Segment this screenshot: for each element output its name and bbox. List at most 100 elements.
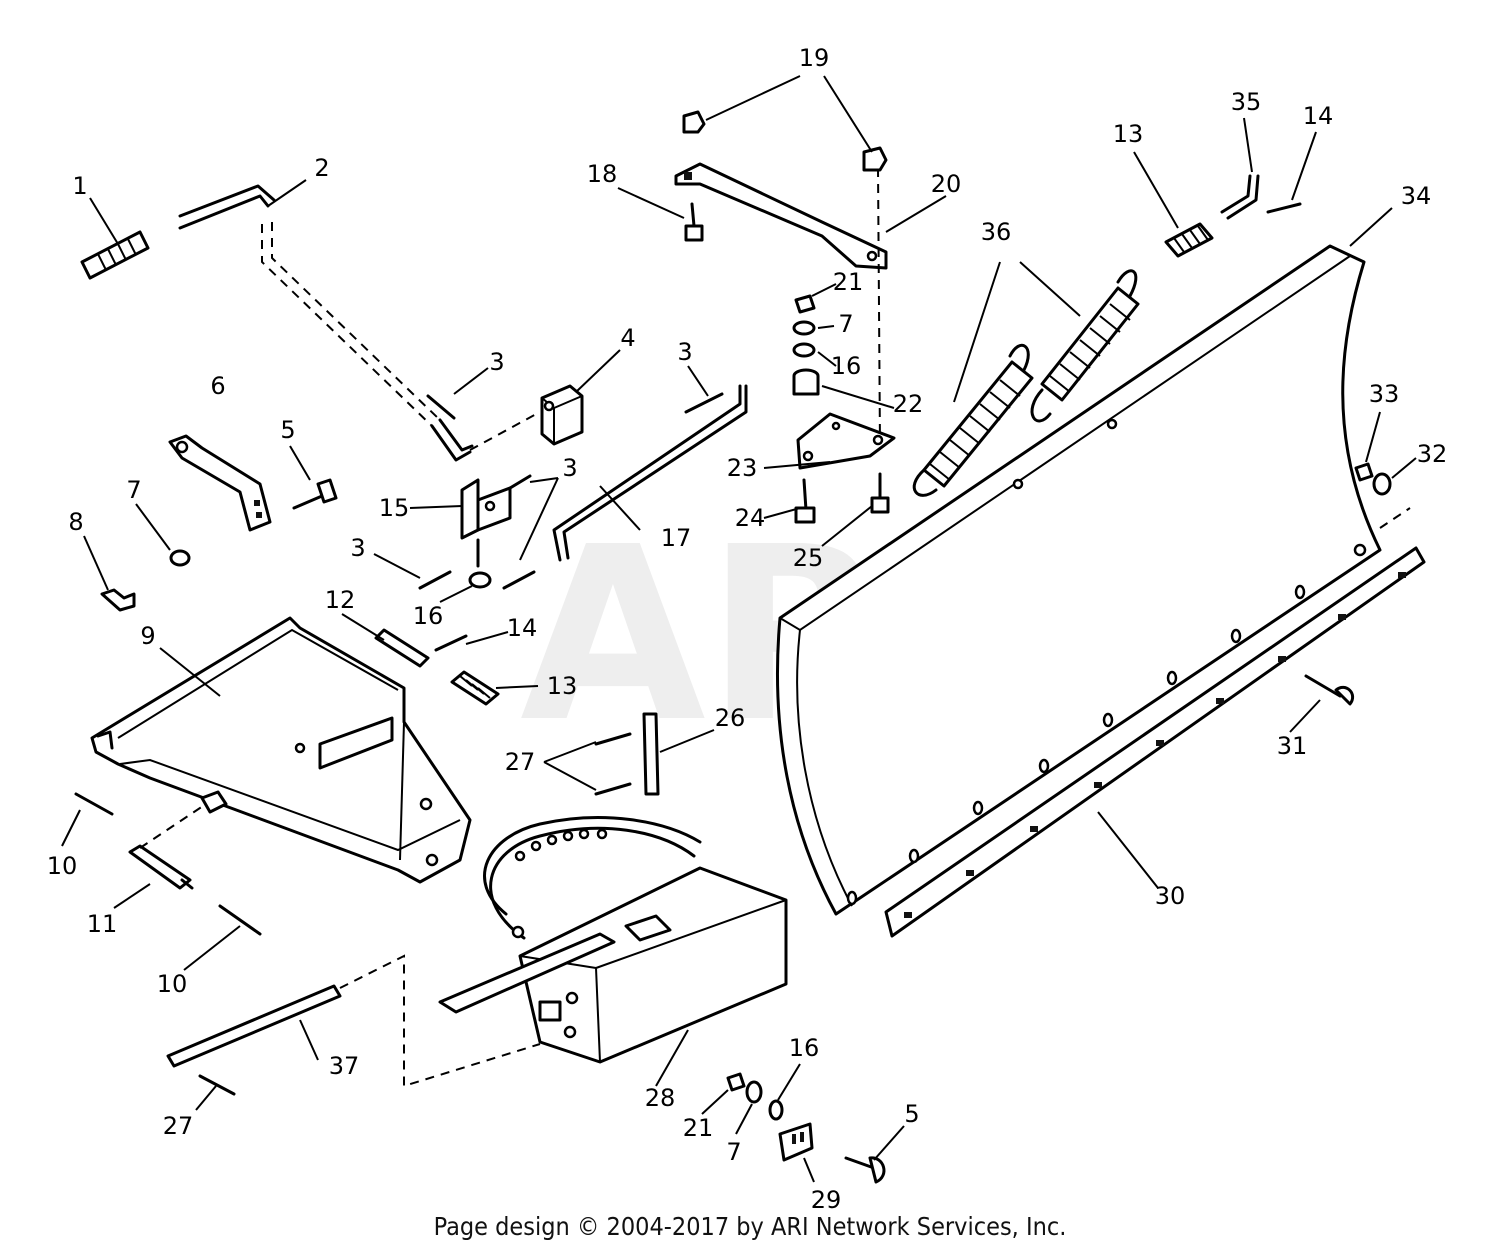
part-washer-32 xyxy=(1372,472,1392,496)
callout-21: 21 xyxy=(683,1114,714,1142)
callout-3: 3 xyxy=(562,454,577,482)
callout-8: 8 xyxy=(68,508,83,536)
callout-36: 36 xyxy=(981,218,1012,246)
part-arc-band xyxy=(483,816,702,940)
part-washer-16c xyxy=(768,1099,784,1121)
part-cotter-b xyxy=(594,782,632,796)
part-bolt-25 xyxy=(870,472,890,514)
part-nut-33 xyxy=(1354,462,1374,482)
callout-18: 18 xyxy=(587,160,618,188)
callout-7: 7 xyxy=(726,1138,741,1166)
part-hitch-pin-a xyxy=(74,792,114,816)
callout-24: 24 xyxy=(735,504,766,532)
copyright-footer: Page design © 2004-2017 by ARI Network S… xyxy=(433,1212,1067,1241)
part-pin-12 xyxy=(374,628,430,668)
callout-27: 27 xyxy=(163,1112,194,1140)
callout-3: 3 xyxy=(677,338,692,366)
callout-33: 33 xyxy=(1369,380,1400,408)
callout-2: 2 xyxy=(314,154,329,182)
callout-28: 28 xyxy=(645,1084,676,1112)
callout-34: 34 xyxy=(1401,182,1432,210)
part-bracket xyxy=(168,434,272,532)
part-carriage-bolt xyxy=(292,478,338,510)
part-carriage-bolt-b xyxy=(844,1156,886,1184)
part-long-rod xyxy=(166,954,541,1088)
callout-5: 5 xyxy=(904,1100,919,1128)
part-pin-d xyxy=(418,570,452,590)
callout-1: 1 xyxy=(72,172,87,200)
part-pivot-pin xyxy=(642,712,660,796)
callout-17: 17 xyxy=(661,524,692,552)
callout-30: 30 xyxy=(1155,882,1186,910)
part-a-frame xyxy=(90,616,472,884)
part-handle-rod xyxy=(178,184,474,462)
callout-37: 37 xyxy=(329,1052,360,1080)
callout-16: 16 xyxy=(831,352,862,380)
callout-16: 16 xyxy=(413,602,444,630)
callout-3: 3 xyxy=(350,534,365,562)
callout-35: 35 xyxy=(1231,88,1262,116)
callout-22: 22 xyxy=(893,390,924,418)
callout-4: 4 xyxy=(620,324,635,352)
callout-10: 10 xyxy=(157,970,188,998)
callout-6: 6 xyxy=(210,372,225,400)
callout-19: 19 xyxy=(799,44,830,72)
part-spacer xyxy=(792,368,820,396)
part-washer-a xyxy=(169,549,191,567)
leader-lines xyxy=(61,75,1417,1183)
callout-3: 3 xyxy=(489,348,504,376)
callout-16: 16 xyxy=(789,1034,820,1062)
part-nut-21b xyxy=(726,1072,746,1092)
part-handle-35 xyxy=(1220,174,1260,220)
part-block xyxy=(469,384,584,451)
part-nut-19a xyxy=(682,110,706,134)
callout-21: 21 xyxy=(833,268,864,296)
part-bolt-18 xyxy=(684,202,704,242)
callout-12: 12 xyxy=(325,586,356,614)
callout-25: 25 xyxy=(793,544,824,572)
part-washer-16b xyxy=(792,342,816,358)
part-plow-blade xyxy=(775,244,1411,916)
callout-26: 26 xyxy=(715,704,746,732)
part-mount-plate xyxy=(796,412,896,470)
part-nut-19b xyxy=(862,146,888,172)
callout-32: 32 xyxy=(1417,440,1448,468)
callout-13: 13 xyxy=(547,672,578,700)
callout-23: 23 xyxy=(727,454,758,482)
part-roll-pin-b xyxy=(1266,202,1302,214)
part-hitch-pin-b xyxy=(218,904,262,936)
part-blade-mount xyxy=(438,866,788,1064)
part-plow-bolt xyxy=(1304,674,1355,706)
part-pin-a xyxy=(426,394,456,420)
callout-10: 10 xyxy=(47,852,78,880)
part-pin-b xyxy=(684,392,724,414)
callout-29: 29 xyxy=(811,1186,842,1214)
part-nut-21a xyxy=(794,294,816,314)
callout-14: 14 xyxy=(507,614,538,642)
callout-13: 13 xyxy=(1113,120,1144,148)
callout-14: 14 xyxy=(1303,102,1334,130)
callout-5: 5 xyxy=(280,416,295,444)
callout-27: 27 xyxy=(505,748,536,776)
part-grip xyxy=(80,230,150,280)
callout-15: 15 xyxy=(379,494,410,522)
part-link-rod xyxy=(552,384,748,562)
part-cotter-a xyxy=(594,732,632,746)
callout-11: 11 xyxy=(87,910,118,938)
part-clip-29 xyxy=(778,1122,814,1162)
part-swivel-bracket xyxy=(460,478,512,568)
callout-9: 9 xyxy=(140,622,155,650)
callout-20: 20 xyxy=(931,170,962,198)
part-washer-7b xyxy=(792,320,816,336)
part-pin-e xyxy=(502,570,536,590)
part-clevis xyxy=(128,790,228,890)
part-wing-nut xyxy=(100,588,136,612)
callout-31: 31 xyxy=(1277,732,1308,760)
part-washer-16a xyxy=(468,571,492,589)
part-spring-right xyxy=(1030,269,1140,423)
callout-7: 7 xyxy=(838,310,853,338)
part-washer-7c xyxy=(745,1080,763,1104)
part-roll-pin-a xyxy=(434,634,468,652)
part-spring-left xyxy=(912,343,1034,497)
